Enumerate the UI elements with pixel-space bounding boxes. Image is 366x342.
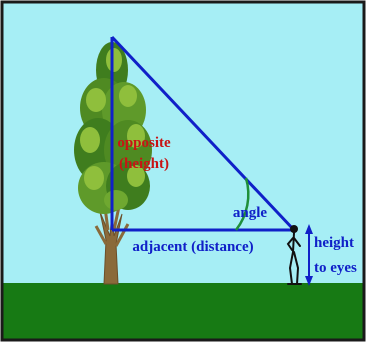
- opposite-label-line2: (height): [119, 156, 169, 172]
- ground: [4, 283, 363, 339]
- angle-label: angle: [233, 205, 268, 221]
- adjacent-label: adjacent (distance): [132, 239, 253, 255]
- height-label-line1: height: [314, 235, 354, 251]
- opposite-label-line1: opposite: [117, 135, 171, 151]
- height-label-line2: to eyes: [314, 260, 357, 276]
